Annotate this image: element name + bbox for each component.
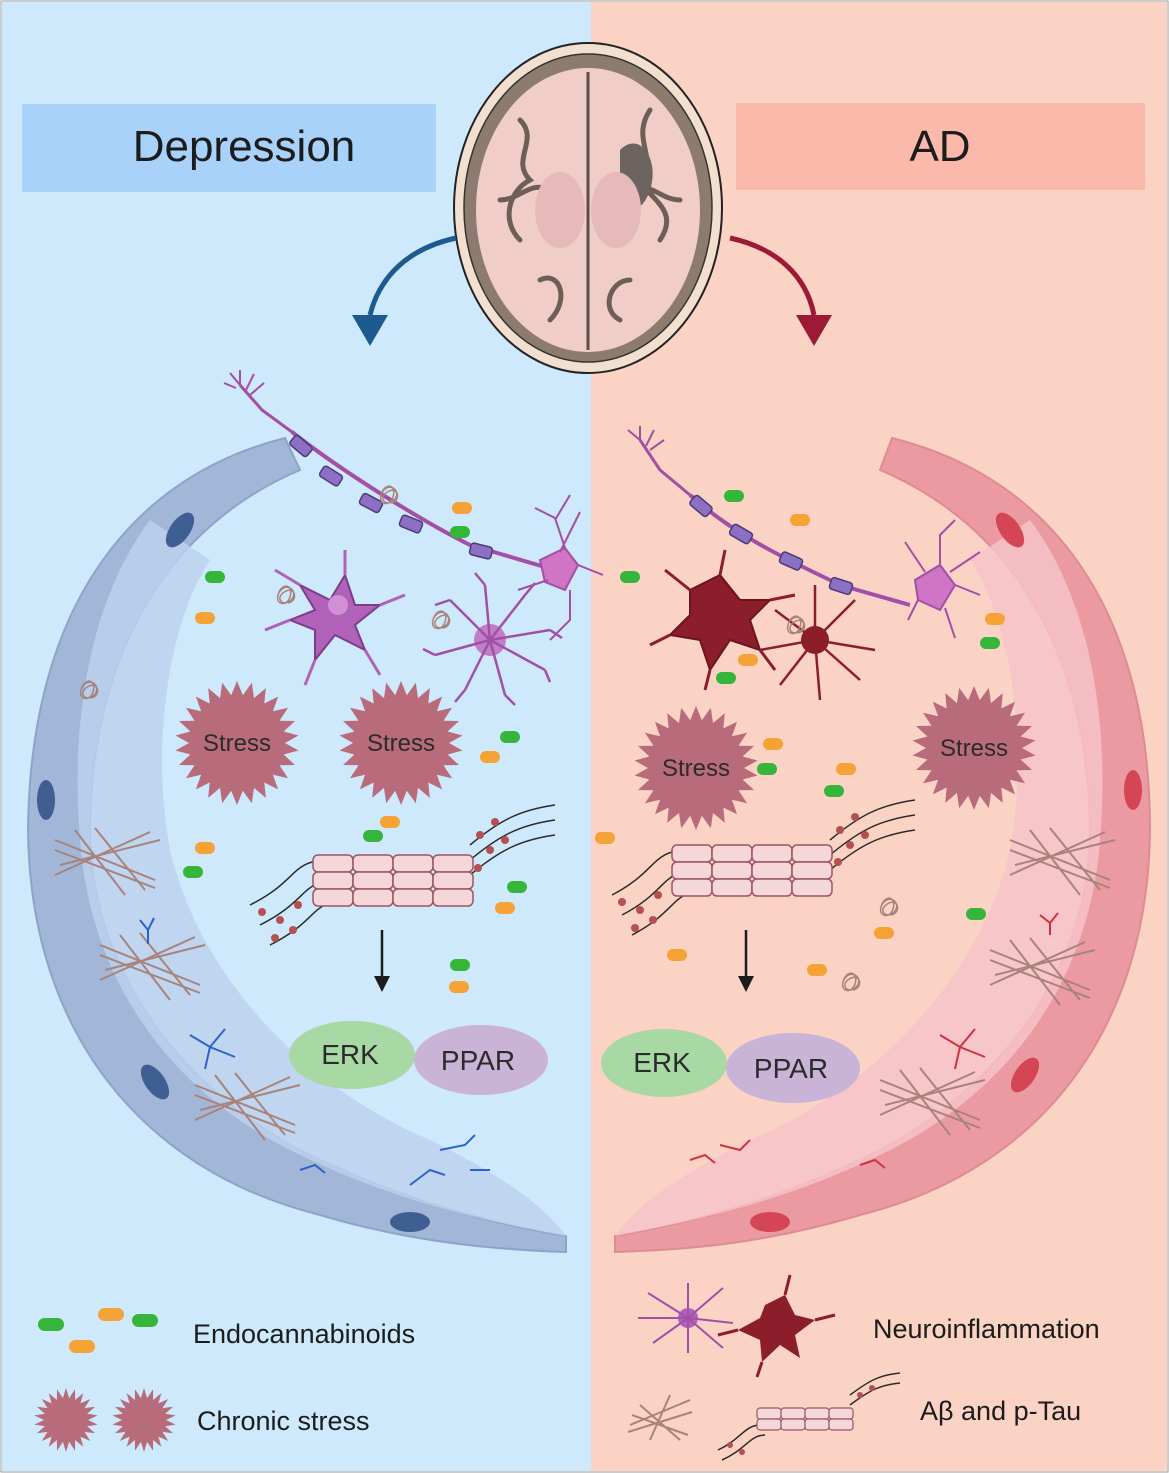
left-down-arrow [374, 930, 390, 992]
stress-star-icon [112, 1388, 176, 1452]
stress-star-left-1: Stress [175, 681, 299, 805]
left-ppar-node [414, 1025, 548, 1095]
blue-arrow-head [352, 315, 388, 346]
stress-label: Stress [367, 730, 435, 757]
legend-chronic-stress-label: Chronic stress [197, 1406, 370, 1436]
right-erk-label: ERK [633, 1047, 691, 1078]
left-erk-node [289, 1021, 415, 1089]
depression-title: Depression [133, 122, 356, 171]
stress-star-icon [175, 681, 299, 805]
right-ppar-label: PPAR [754, 1053, 828, 1084]
stress-star-right-1: Stress [634, 706, 758, 830]
depression-title-box [22, 104, 436, 192]
right-down-arrow [738, 930, 754, 992]
left-abeta-ptau-assembly [249, 804, 556, 946]
ad-title-box [736, 103, 1145, 190]
red-arrow [729, 235, 817, 316]
stress-label: Stress [940, 735, 1008, 762]
legend-neuroinflammation: Neuroinflammation [638, 1274, 1100, 1378]
right-neuron [627, 426, 981, 639]
stress-star-icon [634, 706, 758, 830]
legend-endocannabinoids-label: Endocannabinoids [193, 1319, 415, 1349]
right-ppar-node [726, 1033, 860, 1103]
left-erk-label: ERK [321, 1039, 379, 1070]
right-blood-vessel [614, 436, 1152, 1254]
blue-arrow [367, 235, 457, 316]
legend-abeta-ptau: Aβ and p-Tau [627, 1372, 1081, 1461]
stress-star-icon [34, 1388, 98, 1452]
left-astrocyte [422, 572, 563, 706]
left-neuron [223, 370, 604, 641]
legend-endocannabinoids: Endocannabinoids [38, 1308, 415, 1353]
red-arrow-head [796, 315, 832, 346]
stress-star-icon [339, 681, 463, 805]
stress-star-icon [912, 686, 1036, 810]
stress-label: Stress [662, 755, 730, 782]
vessel-fragments [139, 912, 1059, 1186]
left-blood-vessel [26, 436, 567, 1254]
brain-illustration [453, 42, 723, 374]
stress-label: Stress [203, 730, 271, 757]
right-pathway: ERK PPAR [601, 1029, 860, 1103]
right-erk-node [601, 1029, 727, 1097]
stress-star-left-2: Stress [339, 681, 463, 805]
left-pathway: ERK PPAR [289, 1021, 548, 1095]
right-abeta-ptau-assembly [611, 799, 916, 936]
stress-star-right-2: Stress [912, 686, 1036, 810]
left-ppar-label: PPAR [441, 1045, 515, 1076]
legend-chronic-stress: Chronic stress [34, 1388, 370, 1452]
ad-title: AD [909, 122, 970, 171]
right-reactive-astrocyte [759, 585, 876, 701]
legend-abeta-ptau-label: Aβ and p-Tau [920, 1396, 1081, 1426]
left-microglia [264, 550, 406, 686]
right-microglia [649, 549, 796, 691]
legend-neuroinflammation-label: Neuroinflammation [873, 1314, 1100, 1344]
